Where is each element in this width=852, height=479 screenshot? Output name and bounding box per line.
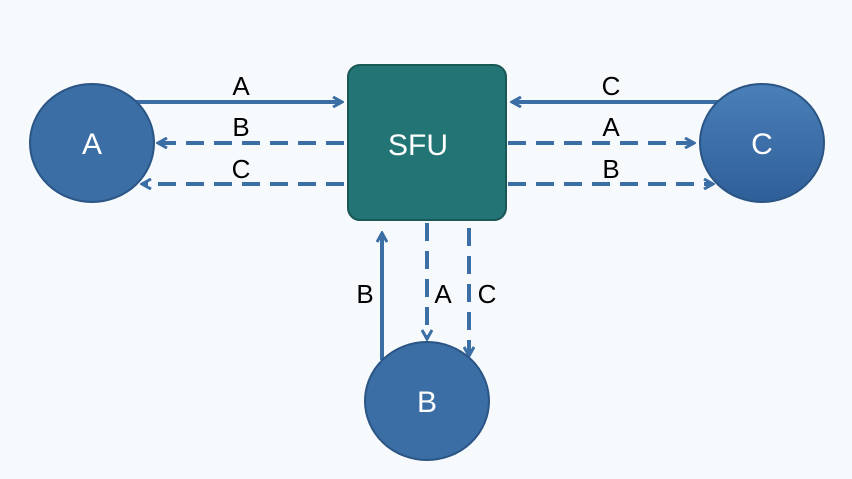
edge-label-sfu-to-c-a: A [602, 112, 620, 142]
node-sfu [347, 64, 507, 221]
edge-label-sfu-to-b-a: A [434, 279, 452, 309]
edge-label-c-to-sfu: C [602, 71, 621, 101]
node-b [364, 341, 490, 461]
edge-label-sfu-to-b-c: C [478, 279, 497, 309]
edge-label-sfu-to-a-b: B [232, 112, 249, 142]
edge-label-a-to-sfu: A [232, 71, 250, 101]
node-a [29, 83, 155, 203]
node-b-label: B [417, 386, 437, 419]
edge-label-b-to-sfu: B [356, 279, 373, 309]
edge-label-sfu-to-c-b: B [602, 154, 619, 184]
edge-label-sfu-to-a-c: C [232, 154, 251, 184]
node-c-label: C [751, 128, 773, 161]
node-c [699, 83, 825, 203]
node-a-label: A [82, 128, 102, 161]
node-sfu-label: SFU [388, 129, 448, 162]
